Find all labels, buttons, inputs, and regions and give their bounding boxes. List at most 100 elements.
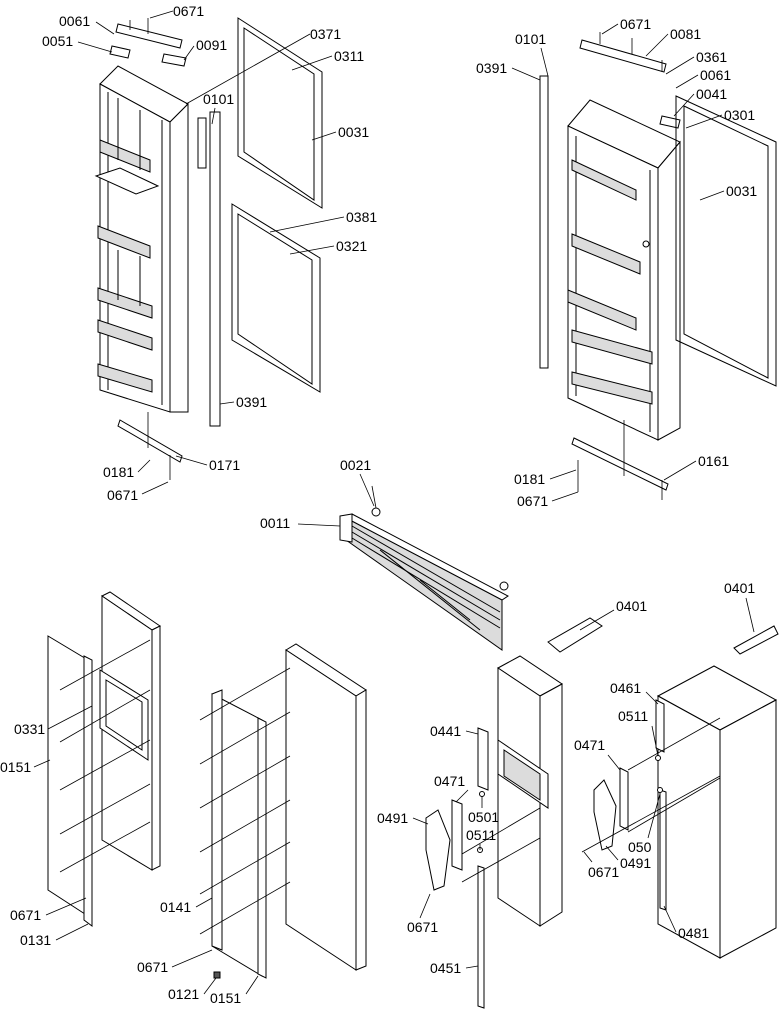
fresh-food-door-assembly [539, 32, 777, 500]
door-shelf-1 [99, 139, 151, 173]
label-0671: 0671 [173, 3, 204, 19]
label-0471: 0471 [434, 773, 465, 789]
freezer-door-assembly [94, 17, 323, 480]
handle-bracket [451, 799, 463, 871]
ff-panel-trim [257, 717, 267, 979]
label-0391: 0391 [236, 394, 267, 410]
label-0451: 0451 [430, 960, 461, 976]
label-0671: 0671 [620, 16, 651, 32]
ff-gasket [675, 95, 777, 387]
label-0301: 0301 [724, 107, 755, 123]
label-0331: 0331 [14, 721, 45, 737]
door-handle [425, 809, 451, 891]
label-0031: 0031 [726, 183, 757, 199]
fresh-food-door-handle-assembly: 0461 0511 0471 050 0491 0671 0481 [574, 665, 778, 959]
ff-handle-bracket [619, 767, 629, 831]
ff-shelf-3 [567, 289, 637, 331]
label-0671: 0671 [407, 919, 438, 935]
freezer-door-panel-assembly: 0331 0151 0671 0131 [0, 591, 161, 948]
label-0441: 0441 [430, 723, 461, 739]
door-seal-strip [209, 111, 221, 427]
ff-door-button [642, 240, 650, 248]
label-0101: 0101 [203, 91, 234, 107]
label-0401-right: 0401 [724, 580, 755, 596]
label-0491: 0491 [377, 810, 408, 826]
ff-seal-strip [539, 75, 549, 369]
door-top-cap [115, 23, 183, 49]
label-0371: 0371 [310, 26, 341, 42]
label-0401-left: 0401 [616, 598, 647, 614]
label-0041: 0041 [696, 86, 727, 102]
label-0491: 0491 [620, 855, 651, 871]
freezer-door-labels: 0061 0671 0051 0091 0371 0311 0101 0031 … [42, 3, 377, 503]
cap-clip-left [109, 45, 131, 59]
label-0381: 0381 [346, 209, 377, 225]
freezer-door-handle-assembly: 0441 0471 0491 0501 0511 0671 0451 [377, 617, 603, 1009]
ff-shelf-4 [571, 329, 653, 365]
label-0011: 0011 [260, 515, 290, 531]
label-0121: 0121 [168, 986, 199, 1002]
label-0151: 0151 [210, 990, 241, 1006]
ff-handle-trim-upper [655, 699, 665, 753]
ff-cap-clip [659, 115, 681, 129]
cap-clip-right [161, 53, 187, 67]
label-0671: 0671 [10, 907, 41, 923]
ff-door-panel [285, 649, 357, 971]
hinge-cover-left [547, 617, 603, 653]
label-0021: 0021 [340, 457, 371, 473]
label-0171: 0171 [209, 457, 240, 473]
ff-shelf-2 [571, 233, 641, 275]
door-shelf-4 [97, 319, 153, 351]
label-0031: 0031 [338, 124, 369, 140]
label-0061: 0061 [700, 67, 731, 83]
ff-bottom-hinge-bracket [571, 437, 669, 491]
label-0181: 0181 [514, 471, 545, 487]
label-0061: 0061 [59, 13, 90, 29]
bottom-hinge-bracket [117, 419, 183, 463]
door-shelf-2 [97, 225, 151, 259]
panel-screw [213, 971, 221, 979]
label-0321: 0321 [336, 238, 367, 254]
label-0461: 0461 [610, 680, 641, 696]
label-0481: 0481 [678, 925, 709, 941]
dispenser-opening [99, 669, 149, 761]
label-0311: 0311 [334, 48, 364, 64]
label-0051: 0051 [42, 33, 73, 49]
hinge-cover-right-group: 0401 0401 [579, 580, 779, 655]
ff-door-handle [593, 779, 617, 851]
label-0671-bottom: 0671 [107, 487, 138, 503]
door-shelf-5 [97, 363, 153, 393]
label-0141: 0141 [160, 899, 191, 915]
panel-trim [83, 655, 93, 927]
label-0361: 0361 [696, 49, 727, 65]
label-0151: 0151 [0, 759, 31, 775]
kickplate-grille-assembly: 0021 0011 [260, 457, 509, 651]
ff-door-liner [567, 125, 659, 441]
ff-door-top-cap [579, 39, 667, 73]
ff-shelf-1 [571, 159, 637, 201]
label-0671: 0671 [137, 959, 168, 975]
label-0511: 0511 [466, 827, 496, 843]
label-0671: 0671 [588, 864, 619, 880]
label-0131: 0131 [20, 932, 51, 948]
label-0091: 0091 [196, 37, 227, 53]
label-050: 050 [628, 839, 652, 855]
label-0081: 0081 [670, 26, 701, 42]
label-0671-bottom: 0671 [517, 493, 548, 509]
fresh-food-door-panel-assembly: 0141 0671 0121 0151 [137, 643, 367, 1006]
fresh-food-door-labels: 0101 0671 0081 0391 0361 0061 0041 0301 … [476, 16, 757, 509]
label-0181: 0181 [103, 464, 134, 480]
door-shelf-3 [97, 287, 153, 319]
label-0391: 0391 [476, 60, 507, 76]
lower-gasket [231, 203, 321, 393]
label-0511: 0511 [618, 708, 648, 724]
upper-gasket [237, 17, 323, 209]
handle-trim-lower [477, 865, 485, 1009]
ff-handle-trim-lower [659, 789, 667, 911]
hinge-cover-right [733, 625, 779, 655]
label-0471: 0471 [574, 737, 605, 753]
grille-screw [371, 507, 381, 517]
ff-shelf-5 [571, 371, 653, 405]
label-0501: 0501 [468, 809, 499, 825]
